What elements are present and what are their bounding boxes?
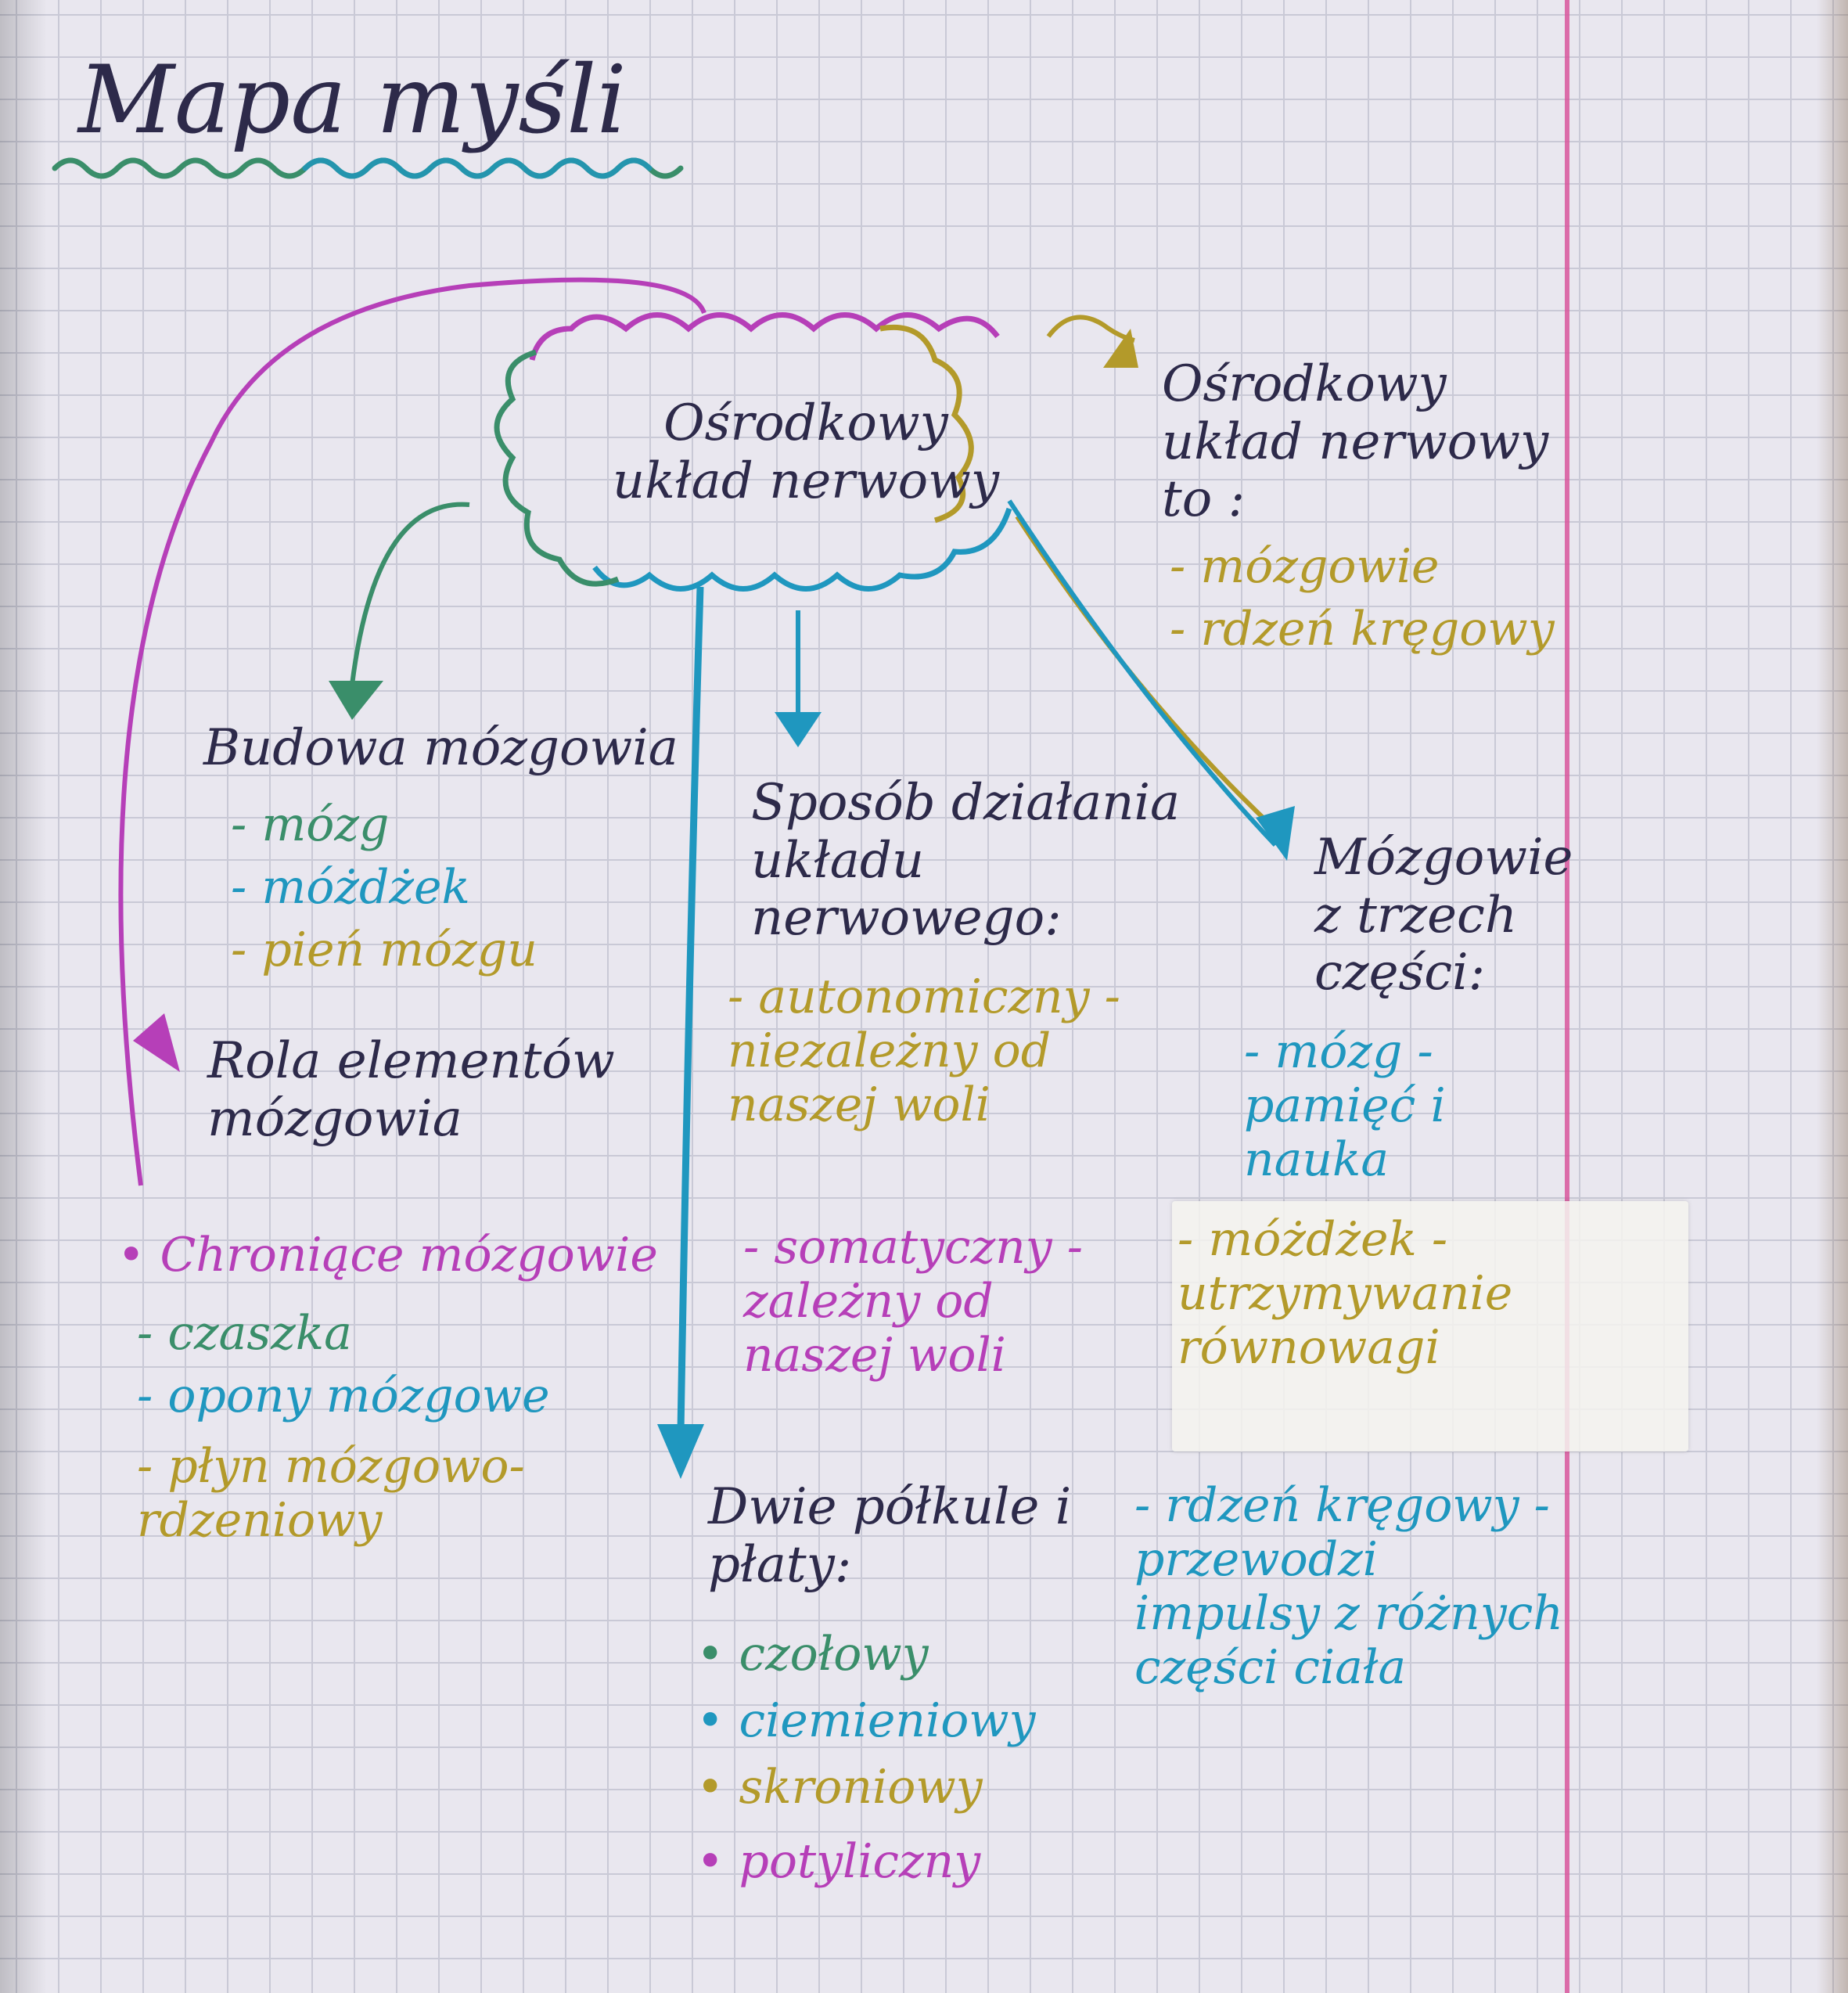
polkule-item: • potyliczny <box>696 1834 981 1889</box>
rola-item: - czaszka <box>137 1306 352 1361</box>
margin-line <box>1565 0 1569 1993</box>
rola-item: - opony mózgowe <box>137 1369 550 1423</box>
title-underline-wave-accent <box>302 157 653 179</box>
arrow-definition <box>1046 315 1135 343</box>
central-cloud-left <box>494 349 620 587</box>
budowa-item: - mózg <box>231 797 390 852</box>
definition-heading: Ośrodkowy układ nerwowy to : <box>1162 355 1549 529</box>
arrow-polkule-head <box>657 1424 704 1479</box>
page-title: Mapa myśli <box>78 46 627 155</box>
rdzen-block: - rdzeń kręgowy - przewodzi impulsy z ró… <box>1134 1478 1563 1695</box>
arrow-definition-head <box>1103 329 1138 368</box>
arrow-mozgowie-head <box>1256 806 1295 861</box>
definition-item: - mózgowie <box>1170 539 1440 594</box>
sposob-somatyczny: - somatyczny - zależny od naszej woli <box>743 1220 1084 1383</box>
sposob-heading: Sposób działania układu nerwowego: <box>751 774 1181 948</box>
central-node: Ośrodkowy układ nerwowy <box>612 394 1000 510</box>
central-cloud-right <box>879 324 974 523</box>
arrow-sposob-head <box>775 712 822 747</box>
rola-item: - płyn mózgowo-rdzeniowy <box>137 1439 525 1548</box>
budowa-heading: Budowa mózgowia <box>203 719 678 777</box>
sposob-autonomiczny: - autonomiczny - niezależny od naszej wo… <box>728 970 1120 1132</box>
mozgowie-heading: Mózgowie z trzech części: <box>1314 829 1573 1002</box>
arrow-rola <box>118 277 706 1186</box>
rola-chroniace: • Chroniące mózgowie <box>117 1228 658 1282</box>
polkule-item: • ciemieniowy <box>696 1693 1036 1748</box>
budowa-item: - móżdżek <box>231 860 470 915</box>
polkule-item: • skroniowy <box>696 1760 983 1815</box>
paper-sticker <box>1172 1201 1688 1452</box>
arrow-polkule <box>677 586 704 1433</box>
definition-item: - rdzeń kręgowy <box>1170 602 1555 657</box>
arrow-budowa-head <box>329 681 383 720</box>
arrow-rola-head <box>133 1013 180 1072</box>
arrow-mozgowie-blue <box>1007 499 1278 847</box>
arrow-budowa <box>350 502 470 685</box>
budowa-item: - pień mózgu <box>231 923 538 977</box>
central-cloud-top <box>529 312 1000 361</box>
rola-heading: Rola elementów mózgowia <box>207 1032 615 1148</box>
mozgowie-mozg: - mózg - pamięć i nauka <box>1244 1024 1446 1187</box>
polkule-item: • czołowy <box>696 1627 929 1682</box>
mozgowie-mozdzek: - móżdżek - utrzymywanie równowagi <box>1177 1212 1513 1375</box>
polkule-heading: Dwie półkule i płaty: <box>708 1478 1072 1594</box>
central-cloud-bottom <box>592 507 1012 592</box>
